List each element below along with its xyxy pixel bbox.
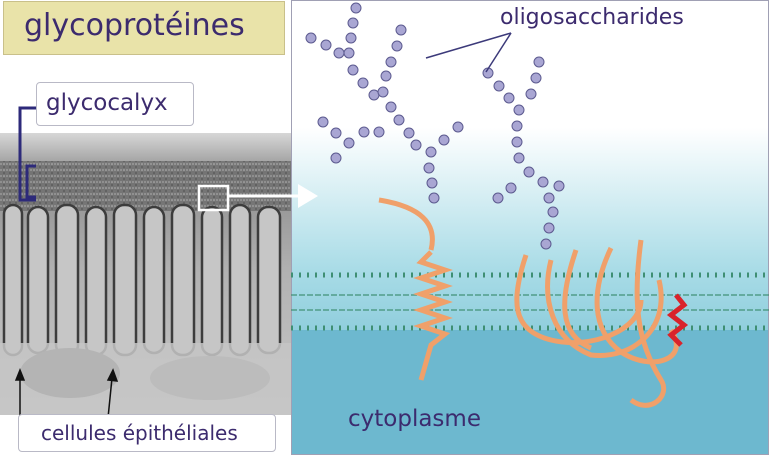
- membrane-diagram: [291, 0, 769, 455]
- cytoplasm-region: [291, 330, 769, 455]
- red-helix-segment: [666, 293, 689, 347]
- micrograph-image: [0, 133, 292, 415]
- epithelial-cells-label-box: cellules épithéliales: [18, 414, 276, 452]
- oligosaccharide-chains: [305, 2, 565, 250]
- epithelial-cells-label: cellules épithéliales: [41, 421, 238, 445]
- title-box: glycoprotéines: [3, 1, 285, 55]
- oligosaccharides-label: oligosaccharides: [500, 5, 684, 30]
- cytoplasm-label: cytoplasme: [348, 406, 481, 432]
- glycoprotein-helices: [378, 197, 679, 408]
- glycocalyx-label-box: glycocalyx: [36, 82, 194, 126]
- glycocalyx-label: glycocalyx: [46, 90, 168, 116]
- page-title: glycoprotéines: [24, 8, 245, 43]
- oligosaccharides-pointer-right: [485, 32, 512, 73]
- oligosaccharides-pointer-left: [425, 32, 512, 59]
